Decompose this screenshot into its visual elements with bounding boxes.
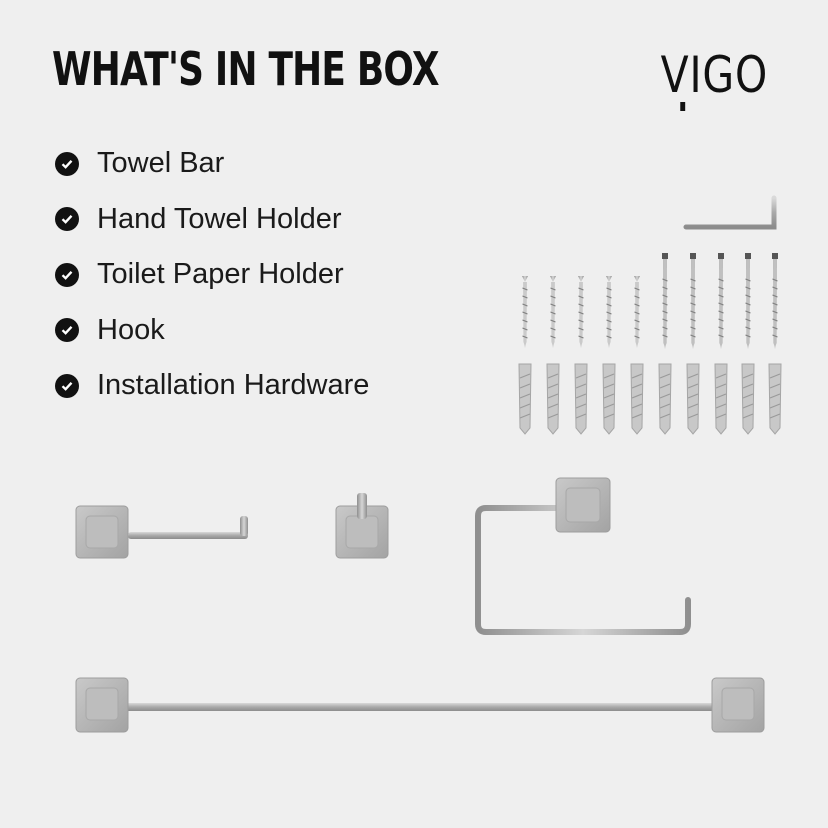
wall-anchor (574, 363, 588, 435)
check-circle-icon (55, 207, 79, 232)
robe-hook (335, 493, 389, 559)
screw (522, 276, 528, 348)
item-label: Toilet Paper Holder (97, 258, 344, 291)
item-label: Installation Hardware (97, 369, 370, 402)
anchor-set (518, 363, 782, 435)
towel-bar (75, 677, 765, 733)
wall-anchor (546, 363, 560, 435)
brand-logo: VIGO (661, 50, 768, 111)
logo-dot (680, 102, 686, 111)
wall-anchor (741, 363, 755, 435)
screw-set (522, 253, 778, 349)
check-circle-icon (55, 373, 79, 398)
list-item: Hand Towel Holder (55, 192, 369, 248)
item-label: Hook (97, 313, 165, 346)
list-item: Towel Bar (55, 136, 369, 192)
screw (550, 276, 556, 348)
check-circle-icon (55, 151, 79, 176)
screw (634, 276, 640, 348)
contents-list: Towel Bar Hand Towel Holder Toilet Paper… (55, 136, 369, 414)
brand-logo-text: VIGO (660, 46, 768, 104)
wall-anchor (686, 363, 700, 435)
screw (718, 253, 724, 349)
page-title: WHAT'S IN THE BOX (52, 42, 440, 96)
hand-towel-holder (475, 477, 691, 635)
check-circle-icon (55, 262, 79, 287)
wall-anchor (630, 363, 644, 435)
wall-anchor (518, 363, 532, 435)
wall-anchor (658, 363, 672, 435)
screw (662, 253, 668, 349)
screw (606, 276, 612, 348)
screw (690, 253, 696, 349)
check-circle-icon (55, 318, 79, 343)
list-item: Installation Hardware (55, 358, 369, 414)
screw (772, 253, 778, 349)
list-item: Hook (55, 303, 369, 359)
toilet-paper-holder (75, 505, 248, 559)
wall-anchor (714, 363, 728, 435)
item-label: Towel Bar (97, 147, 225, 180)
wall-anchor (768, 363, 782, 435)
item-label: Hand Towel Holder (97, 202, 342, 235)
hex-key (683, 195, 777, 230)
wall-anchor (602, 363, 616, 435)
screw (745, 253, 751, 349)
list-item: Toilet Paper Holder (55, 247, 369, 303)
screw (578, 276, 584, 348)
